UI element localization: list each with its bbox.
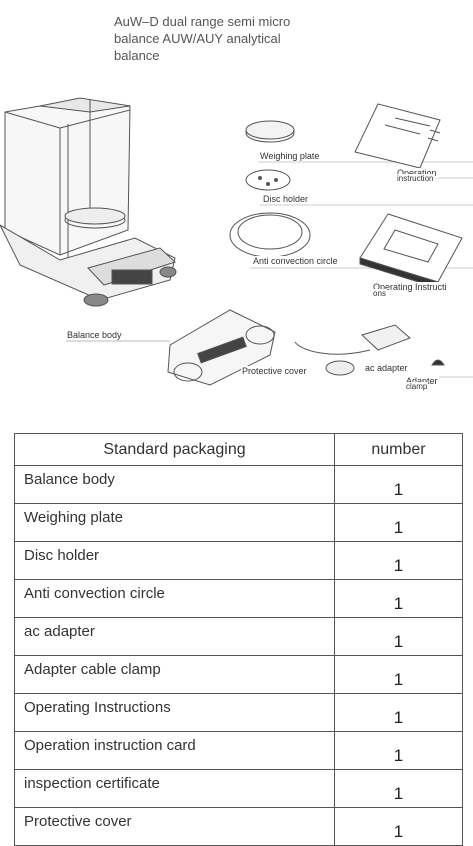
balance-body-drawing [0,97,177,307]
item-number: 1 [334,465,463,504]
header-number: number [334,433,463,466]
label-disc-holder: Disc holder [262,194,310,204]
item-name: Operation instruction card [14,731,335,770]
item-number: 1 [334,655,463,694]
document-title: AuW–D dual range semi micro balance AUW/… [114,13,334,64]
label-weighing-plate: Weighing plate [259,151,321,161]
adapter-clamp-drawing [431,359,445,366]
label-ac-adapter: ac adapter [364,363,409,373]
title-line-2: balance AUW/AUY analytical [114,31,281,46]
weighing-plate-drawing [245,120,295,143]
label-operating-instructions-2: ons [372,289,387,298]
item-name: Operating Instructions [14,693,335,732]
item-number: 1 [334,731,463,770]
title-line-3: balance [114,48,160,63]
item-name: Adapter cable clamp [14,655,335,694]
label-adapter: Adapter [405,376,439,386]
label-anti-convection-circle: Anti convection circle [252,256,339,266]
item-number: 1 [334,503,463,542]
item-number: 1 [334,769,463,808]
label-adapter-2: clamp [405,382,429,391]
instructions-book-drawing [359,213,463,289]
item-name: inspection certificate [14,769,335,808]
item-name: Disc holder [14,541,335,580]
table-header-row: Standard packaging number [14,433,463,466]
item-number: 1 [334,617,463,656]
item-number: 1 [334,693,463,732]
operation-card-drawing [354,103,441,169]
protective-cover-drawing [167,309,276,386]
item-number: 1 [334,807,463,846]
label-operation-card-2: instruction [396,174,435,183]
anti-convection-circle-drawing [229,212,311,258]
item-name: Anti convection circle [14,579,335,618]
title-line-1: AuW–D dual range semi micro [114,14,291,29]
header-standard-packaging: Standard packaging [14,433,335,466]
item-name: ac adapter [14,617,335,656]
item-name: Protective cover [14,807,335,846]
label-protective-cover: Protective cover [241,366,308,376]
ac-adapter-drawing [294,324,411,376]
item-number: 1 [334,579,463,618]
label-balance-body: Balance body [66,330,123,340]
item-name: Weighing plate [14,503,335,542]
disc-holder-drawing [245,169,291,191]
label-operation-card: Operation [396,168,438,178]
item-number: 1 [334,541,463,580]
item-name: Balance body [14,465,335,504]
label-operating-instructions: Operating Instructi [372,282,448,292]
package-contents-illustration [0,97,473,386]
